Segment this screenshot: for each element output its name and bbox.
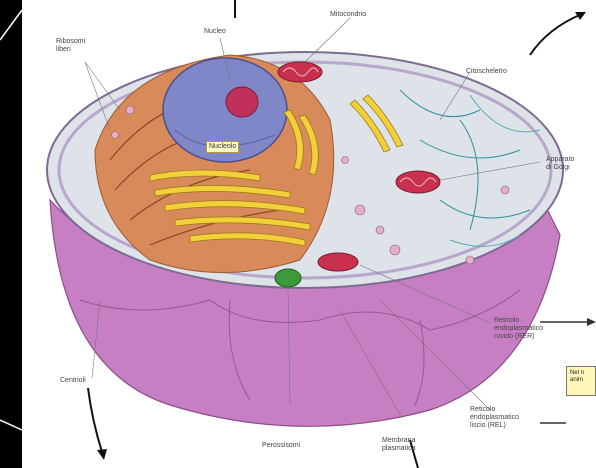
mitochondrion [396,171,440,193]
slide-edge-top [0,0,22,40]
slide-edge-bottom [0,420,22,468]
side-note-text: Nel n anim [570,370,584,384]
arrow-curve [530,14,582,55]
label-rer: Reticolo endoplasmatico ruvido (RER) [494,317,543,341]
label-centrioli: Centrioli [60,377,86,385]
peroxisome [275,269,301,287]
label-citoscheletro: Citoscheletro [466,68,507,76]
side-note-box: Nel n anim [566,366,596,396]
label-apparato-golgi: Apparato di Golgi [546,156,574,172]
arrowhead [97,449,107,460]
mitochondrion [278,62,322,82]
label-rel: Reticolo endoplasmatico liscio (REL) [470,406,519,430]
label-nucleo: Nucleo [204,28,226,36]
mitochondrion [318,253,358,271]
label-perossisomi: Perossisomi [262,442,300,450]
arrow-curve [88,388,102,452]
nucleolus [226,87,258,117]
label-mitocondrio: Mitocondrio [330,11,366,19]
label-nucleolo: Nucleolo [206,141,239,153]
arrowhead [587,318,596,326]
label-membrana-plasmatica: Membrana plasmatica [382,437,415,453]
label-ribosomi-liberi: Ribosomi liberi [56,38,85,54]
